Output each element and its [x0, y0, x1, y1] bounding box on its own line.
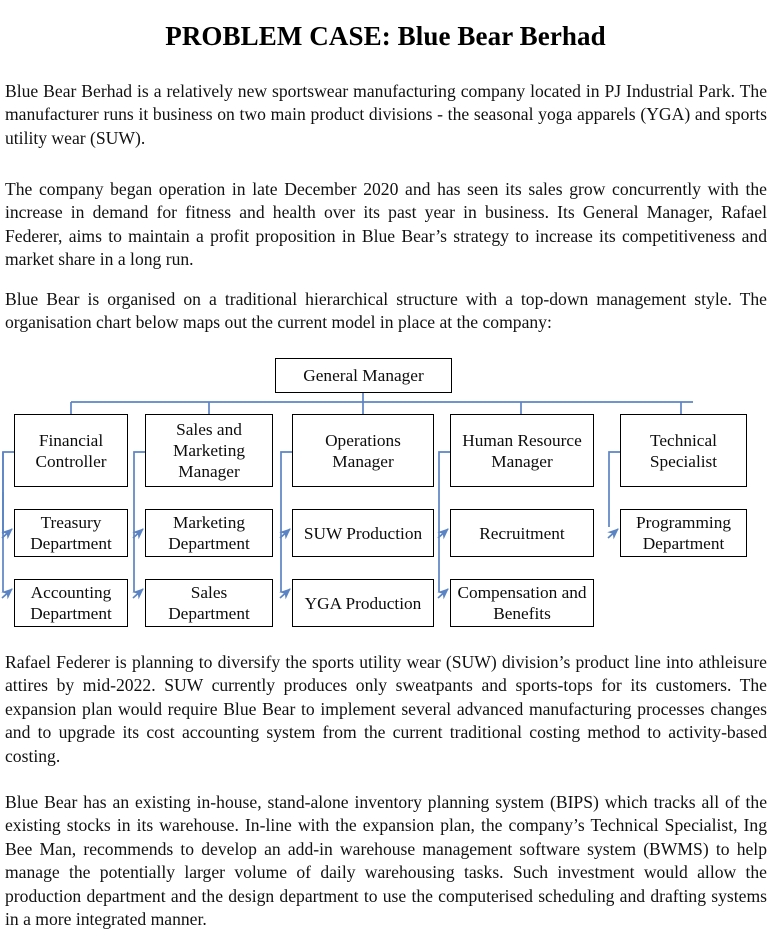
org-node-treasury-department[interactable]: Treasury Department [14, 509, 128, 557]
org-node-programming-department[interactable]: Programming Department [620, 509, 747, 557]
org-node-treasury-department-label: Treasury Department [30, 513, 112, 553]
org-node-marketing-department[interactable]: Marketing Department [145, 509, 273, 557]
org-node-sales-marketing-manager[interactable]: Sales and Marketing Manager [145, 414, 273, 487]
org-node-financial-controller-label: Financial Controller [35, 430, 107, 471]
org-node-yga-production-label: YGA Production [304, 593, 422, 613]
org-node-yga-production[interactable]: YGA Production [292, 579, 434, 627]
org-node-accounting-department[interactable]: Accounting Department [14, 579, 128, 627]
org-node-programming-department-label: Programming Department [635, 513, 732, 553]
org-node-general-manager[interactable]: General Manager [275, 358, 452, 393]
org-node-operations-manager[interactable]: Operations Manager [292, 414, 434, 487]
org-node-sales-department-label: Sales Department [168, 583, 250, 623]
paragraph-intro: Blue Bear Berhad is a relatively new spo… [5, 81, 767, 148]
org-node-technical-specialist[interactable]: Technical Specialist [620, 414, 747, 487]
org-node-human-resource-manager[interactable]: Human Resource Manager [450, 414, 594, 487]
page-title: PROBLEM CASE: Blue Bear Berhad [165, 21, 606, 51]
org-node-suw-production-label: SUW Production [303, 523, 423, 543]
org-node-marketing-department-label: Marketing Department [168, 513, 250, 553]
org-node-sales-marketing-manager-label: Sales and Marketing Manager [173, 420, 245, 481]
org-node-technical-specialist-label: Technical Specialist [649, 430, 718, 471]
org-node-recruitment[interactable]: Recruitment [450, 509, 594, 557]
paragraph-expansion-plan: Rafael Federer is planning to diversify … [5, 652, 767, 766]
org-node-compensation-benefits-label: Compensation and Benefits [457, 583, 587, 623]
org-node-compensation-benefits[interactable]: Compensation and Benefits [450, 579, 594, 627]
org-node-general-manager-label: General Manager [303, 366, 424, 385]
org-node-financial-controller[interactable]: Financial Controller [14, 414, 128, 487]
org-chart-connectors [1, 392, 693, 600]
org-node-accounting-department-label: Accounting Department [30, 583, 112, 623]
paragraph-org-structure-lead-in: Blue Bear is organised on a traditional … [5, 289, 767, 333]
paragraph-company-history: The company began operation in late Dece… [5, 179, 767, 270]
organisation-chart: General Manager Financial Controller Sal… [0, 352, 771, 638]
paragraph-systems: Blue Bear has an existing in-house, stan… [5, 792, 767, 930]
org-node-sales-department[interactable]: Sales Department [145, 579, 273, 627]
org-node-suw-production[interactable]: SUW Production [292, 509, 434, 557]
org-node-recruitment-label: Recruitment [479, 523, 565, 543]
org-node-human-resource-manager-label: Human Resource Manager [462, 430, 582, 471]
org-node-operations-manager-label: Operations Manager [325, 430, 401, 471]
